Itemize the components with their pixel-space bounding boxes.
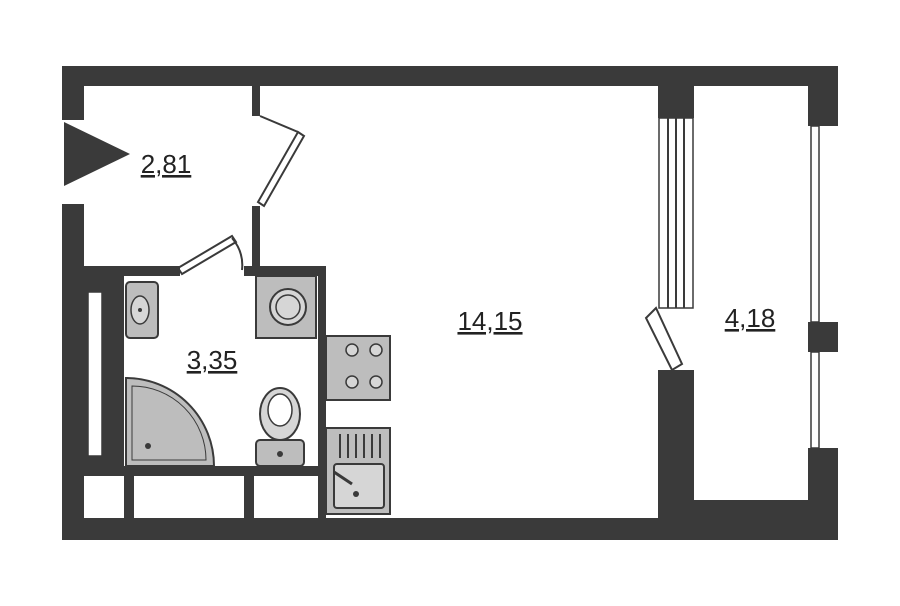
entrance-arrow-icon bbox=[64, 122, 130, 186]
wall-bath-top-right bbox=[244, 266, 326, 276]
bathroom-area-label: 3,35 bbox=[187, 345, 238, 375]
toilet-icon bbox=[255, 387, 305, 467]
balcony-area-label: 4,18 bbox=[725, 303, 776, 333]
wall-hall-living-bottom bbox=[252, 206, 260, 276]
kitchen-sink-icon bbox=[325, 427, 391, 515]
wall-balcony-bottom bbox=[694, 500, 814, 540]
wall-bottom bbox=[62, 518, 838, 540]
wall-bath-top-left bbox=[84, 266, 180, 276]
wall-bath-bottom bbox=[84, 466, 326, 476]
kitchen-fixtures bbox=[325, 335, 391, 515]
living-room-area-label: 14,15 bbox=[457, 306, 522, 336]
bath-left-niche bbox=[87, 291, 103, 457]
washing-machine-icon bbox=[255, 275, 317, 339]
wall-balcony-lower bbox=[658, 370, 694, 540]
storage-divider-1 bbox=[124, 476, 134, 518]
hall-area-label: 2,81 bbox=[141, 149, 192, 179]
wall-top bbox=[62, 66, 838, 86]
storage-divider-2 bbox=[244, 476, 254, 518]
balcony-door bbox=[644, 306, 684, 372]
shower-tray-icon bbox=[125, 376, 216, 467]
balcony-window bbox=[658, 117, 820, 449]
wall-left-lower bbox=[62, 204, 84, 540]
wall-bath-right bbox=[318, 266, 326, 518]
wall-left-upper bbox=[62, 66, 84, 120]
walls bbox=[62, 66, 838, 540]
cooktop-icon bbox=[325, 335, 391, 401]
sink-icon bbox=[125, 281, 159, 339]
living-room-door bbox=[256, 115, 306, 208]
wall-right-upper bbox=[808, 66, 838, 126]
wall-hall-living-top bbox=[252, 84, 260, 116]
wall-balcony-upper bbox=[658, 66, 694, 118]
doors bbox=[176, 115, 684, 372]
bathroom-door bbox=[176, 234, 244, 276]
bathroom-fixtures bbox=[125, 275, 317, 467]
wall-right-pier bbox=[808, 322, 838, 352]
